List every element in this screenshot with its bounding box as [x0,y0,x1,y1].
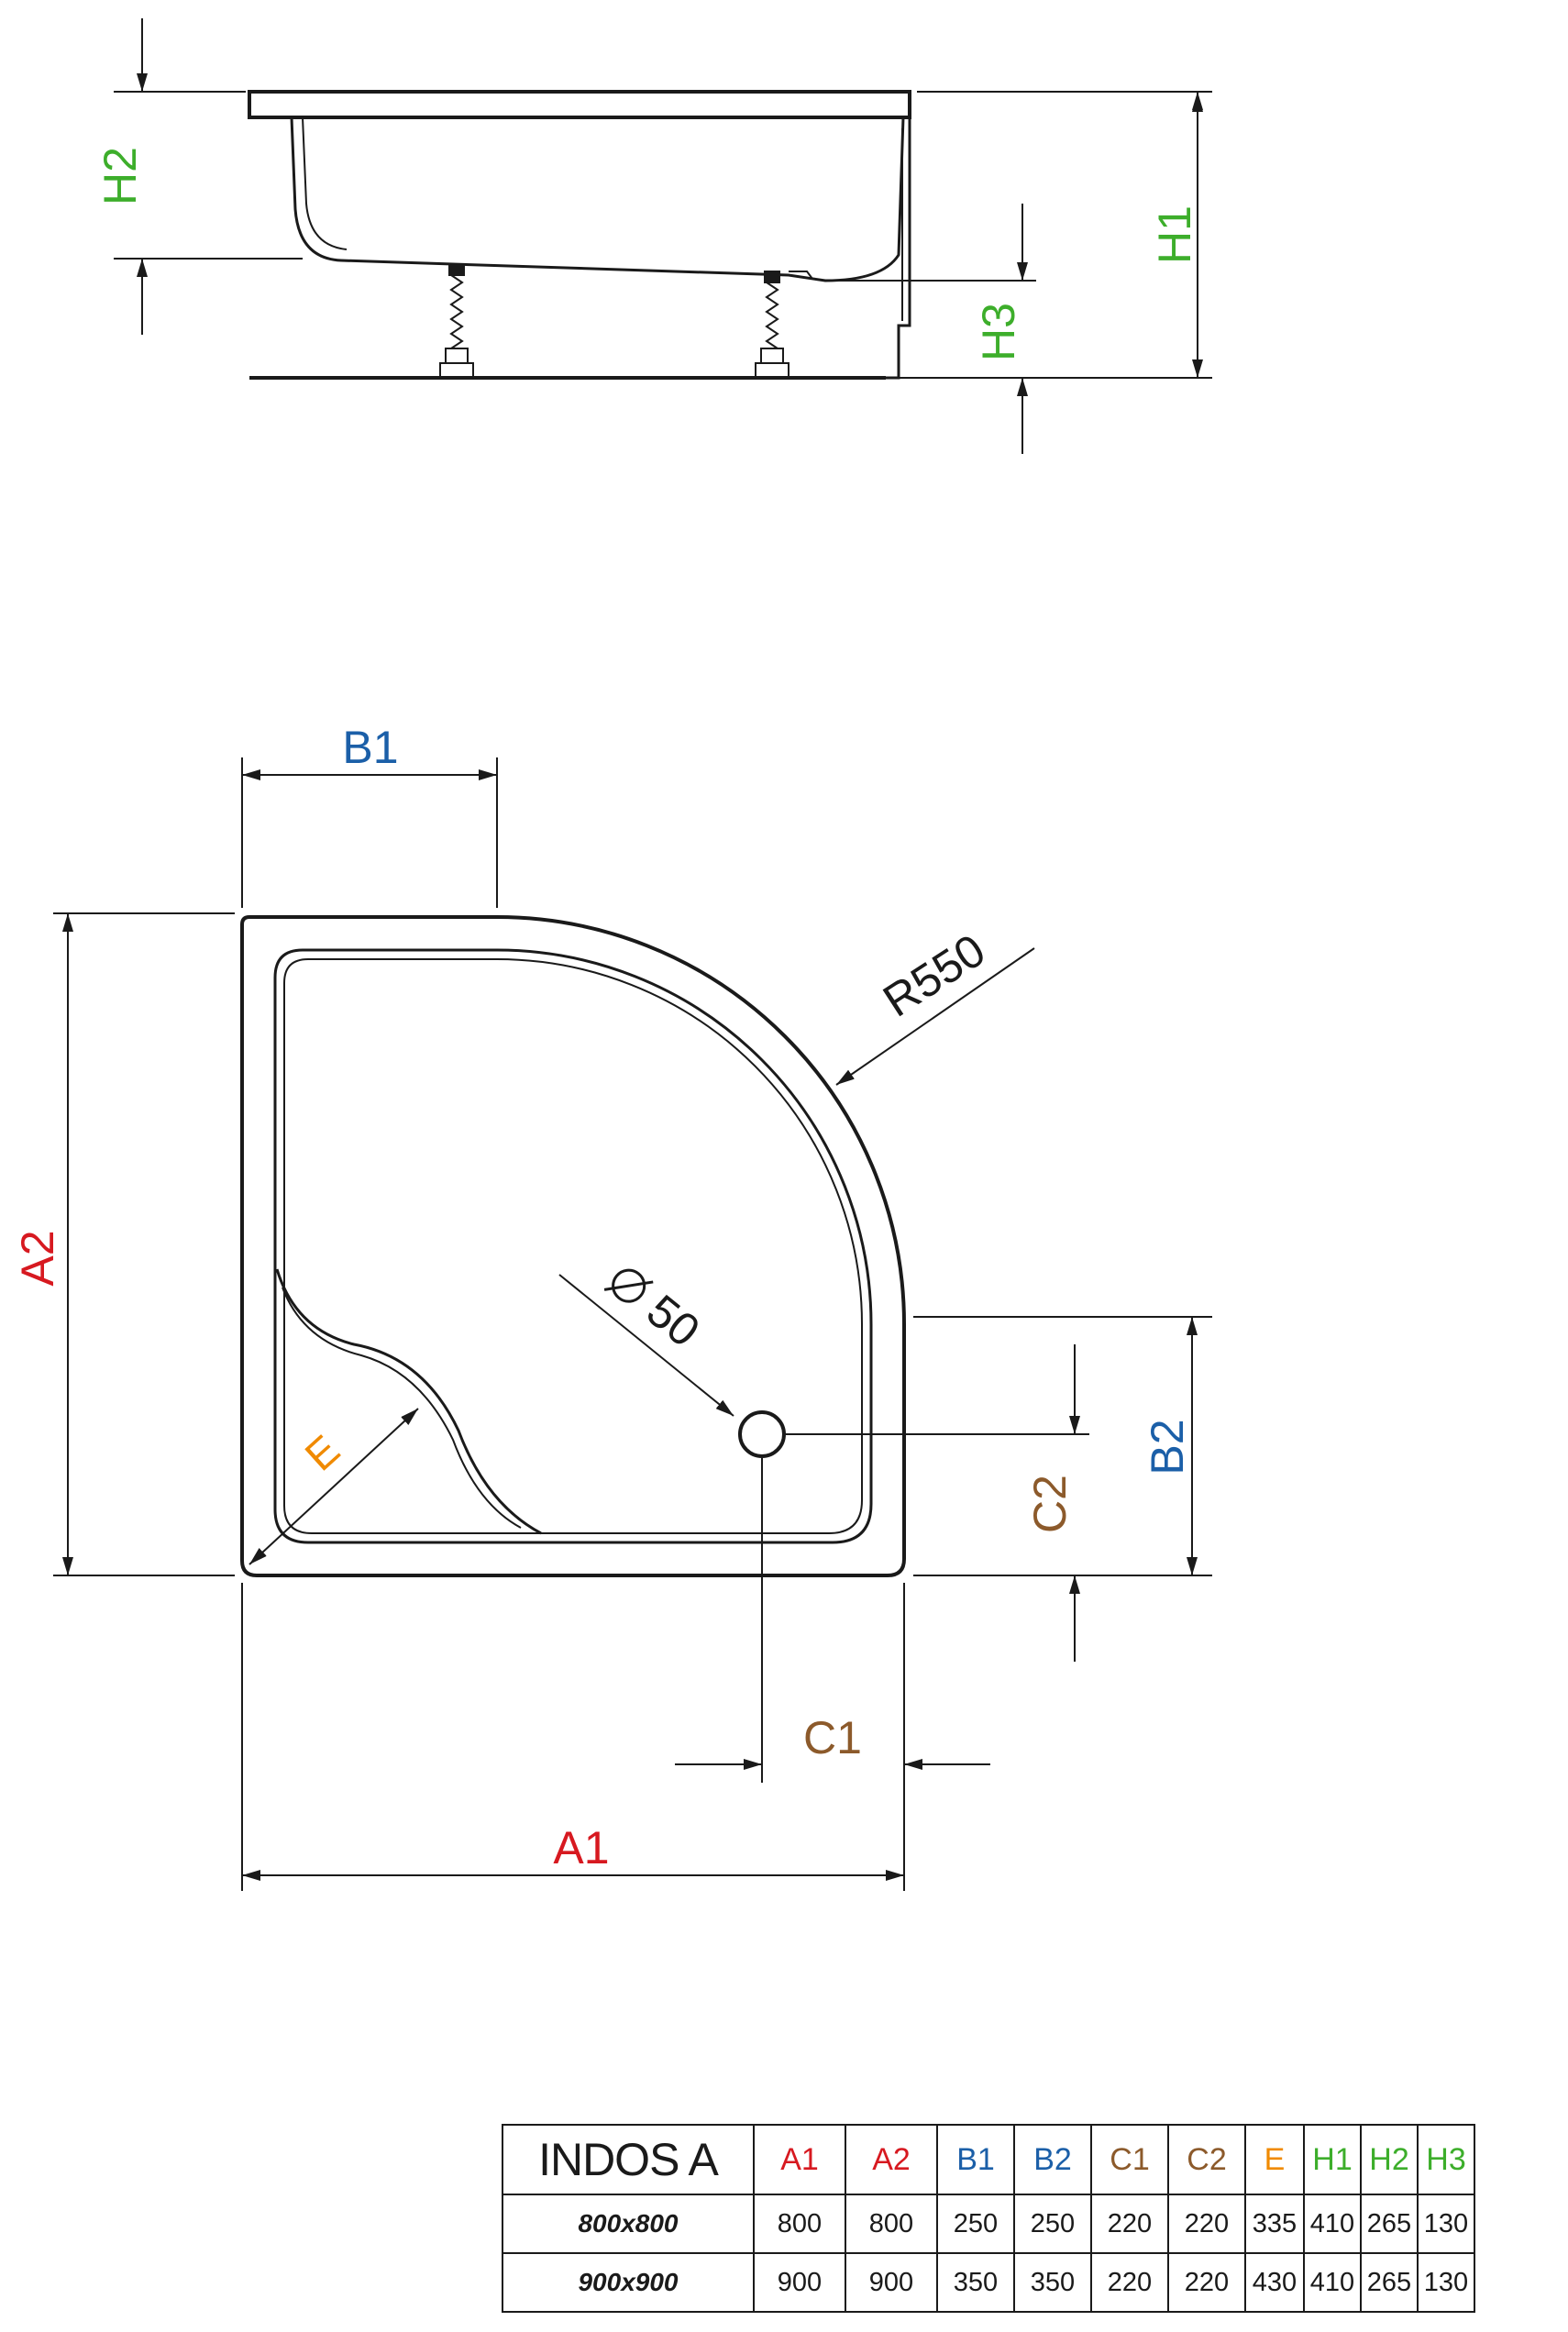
table-cell: 900 [845,2252,938,2313]
col-header: B1 [936,2124,1015,2195]
drain-leader [558,1274,734,1417]
col-header: H1 [1303,2124,1362,2195]
table-cell: 250 [936,2194,1015,2254]
label-h3: H3 [973,303,1024,361]
tray-outline [240,915,906,1577]
table-cell: 800 [753,2194,846,2254]
col-header: C2 [1167,2124,1246,2195]
label-e: E [295,1426,348,1480]
dimension-c2 [784,1344,1089,1662]
col-header: A1 [753,2124,846,2195]
table-cell: 350 [1013,2252,1092,2313]
dimension-h2 [114,18,303,335]
label-a1: A1 [553,1822,609,1873]
col-header: H2 [1360,2124,1419,2195]
seat-recess [275,1268,542,1535]
table-cell: 130 [1417,2194,1475,2254]
table-header-row: INDOS A A1 A2 B1 B2 C1 C2 E H1 H2 H3 [502,2124,1475,2195]
table-cell: 130 [1417,2252,1475,2313]
label-c1: C1 [803,1712,862,1763]
top-view [53,757,1212,1891]
table-cell: 350 [936,2252,1015,2313]
table-cell: 220 [1167,2252,1246,2313]
label-b2: B2 [1142,1419,1193,1475]
label-h1: H1 [1149,205,1200,264]
tray-basin [290,116,905,282]
label-h2: H2 [94,147,146,205]
table-cell: 430 [1244,2252,1305,2313]
col-header: B2 [1013,2124,1092,2195]
drain-icon [738,1410,786,1458]
table-row: 900x900 900 900 350 350 220 220 430 410 … [502,2252,1475,2313]
size-cell: 800x800 [502,2194,755,2254]
table-cell: 220 [1090,2194,1169,2254]
table-cell: 265 [1360,2194,1419,2254]
table-cell: 410 [1303,2194,1362,2254]
tray-rim [248,90,911,119]
label-a2: A2 [12,1230,63,1286]
model-title: INDOS A [502,2124,755,2195]
dimensions-table: INDOS A A1 A2 B1 B2 C1 C2 E H1 H2 H3 800… [502,2124,1475,2313]
adjustable-foot-right [755,271,790,379]
table-cell: 250 [1013,2194,1092,2254]
col-header: E [1244,2124,1305,2195]
table-cell: 220 [1167,2194,1246,2254]
label-radius: R550 [874,924,994,1027]
table-row: 800x800 800 800 250 250 220 220 335 410 … [502,2194,1475,2254]
label-c2: C2 [1024,1475,1076,1533]
table-cell: 220 [1090,2252,1169,2313]
dimension-a2 [53,912,235,1576]
side-view [114,18,1212,454]
radius-leader [835,947,1035,1086]
dimension-e [248,1408,419,1565]
drain-outlet [789,271,826,282]
col-header: C1 [1090,2124,1169,2195]
col-header: A2 [845,2124,938,2195]
table-cell: 410 [1303,2252,1362,2313]
dimension-b1 [241,757,498,908]
label-b1: B1 [342,722,398,773]
adjustable-foot-left [439,263,474,379]
dimension-h1 [889,91,1212,379]
table-cell: 335 [1244,2194,1305,2254]
dimension-b2 [913,1316,1212,1576]
tray-inner-edge [273,948,873,1544]
dimension-h3 [833,204,1036,454]
col-header: H3 [1417,2124,1475,2195]
dimension-a1 [241,1583,905,1891]
table-cell: 265 [1360,2252,1419,2313]
table-cell: 800 [845,2194,938,2254]
table-cell: 900 [753,2252,846,2313]
label-drain-diameter: 50 [603,1268,710,1357]
size-cell: 900x900 [502,2252,755,2313]
diameter-icon [603,1268,654,1303]
